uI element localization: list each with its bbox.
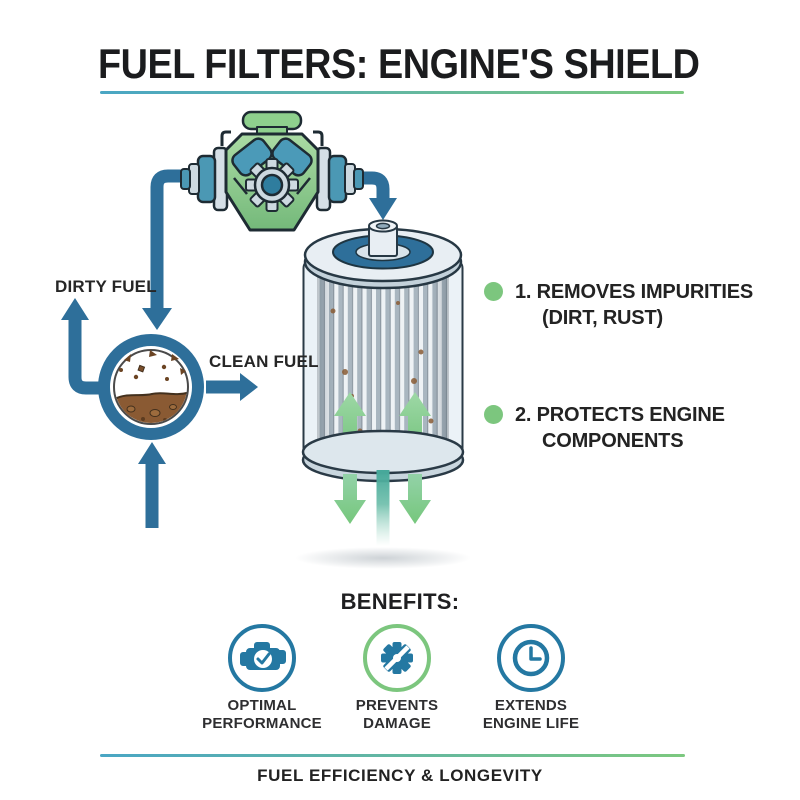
clean-fuel-label: CLEAN FUEL [209,352,319,371]
feature-line: COMPONENTS [542,430,684,452]
benefits-heading: BENEFITS: [340,589,460,614]
flow-arrowheads [61,198,397,464]
benefit-line: EXTENDS [494,697,568,714]
feature-line: 1. REMOVES IMPURITIES [515,281,754,303]
benefit-line: PERFORMANCE [202,715,322,732]
page-title: FUEL FILTERS: ENGINE'S SHIELD [98,40,700,87]
benefit-line: DAMAGE [363,715,431,732]
benefit-label-optimal-performance: OPTIMAL PERFORMANCE [187,697,337,733]
benefit-label-prevents-damage: PREVENTS DAMAGE [322,697,472,733]
benefit-line: ENGINE LIFE [482,715,580,732]
footer-tagline: FUEL EFFICIENCY & LONGEVITY [257,766,543,785]
clean-flow-arrow-icons [334,392,431,460]
feature-line: (DIRT, RUST) [542,307,663,329]
engine-gear [245,158,299,212]
clock-icon [497,624,565,692]
filter-shadow [295,547,471,569]
feature-removes-impurities: 1. REMOVES IMPURITIES (DIRT, RUST) [484,279,764,331]
floating-debris [119,350,186,381]
benefit-icons [228,624,565,692]
engine-icon [180,110,364,232]
benefit-label-extends-engine-life: EXTENDS ENGINE LIFE [456,697,606,733]
feature-line: 2. PROTECTS ENGINE [515,404,725,426]
benefit-line: OPTIMAL [227,697,297,714]
fuel-filter-icon [301,219,465,546]
green-dot-icon [484,405,503,424]
outflow-arrow-icons [334,470,431,546]
engine-check-icon [228,624,296,692]
footer-divider [100,754,685,757]
flow-arrow-icons [68,169,390,528]
gear-slash-icon [363,624,431,692]
green-dot-icon [484,282,503,301]
title-underline [100,91,684,94]
dirty-fuel-sample-icon [98,334,204,440]
feature-protects-engine: 2. PROTECTS ENGINE COMPONENTS [484,402,764,454]
dirty-fuel-label: DIRTY FUEL [55,277,157,296]
benefit-line: PREVENTS [355,697,439,714]
fuel-flow-diagram [61,110,471,569]
